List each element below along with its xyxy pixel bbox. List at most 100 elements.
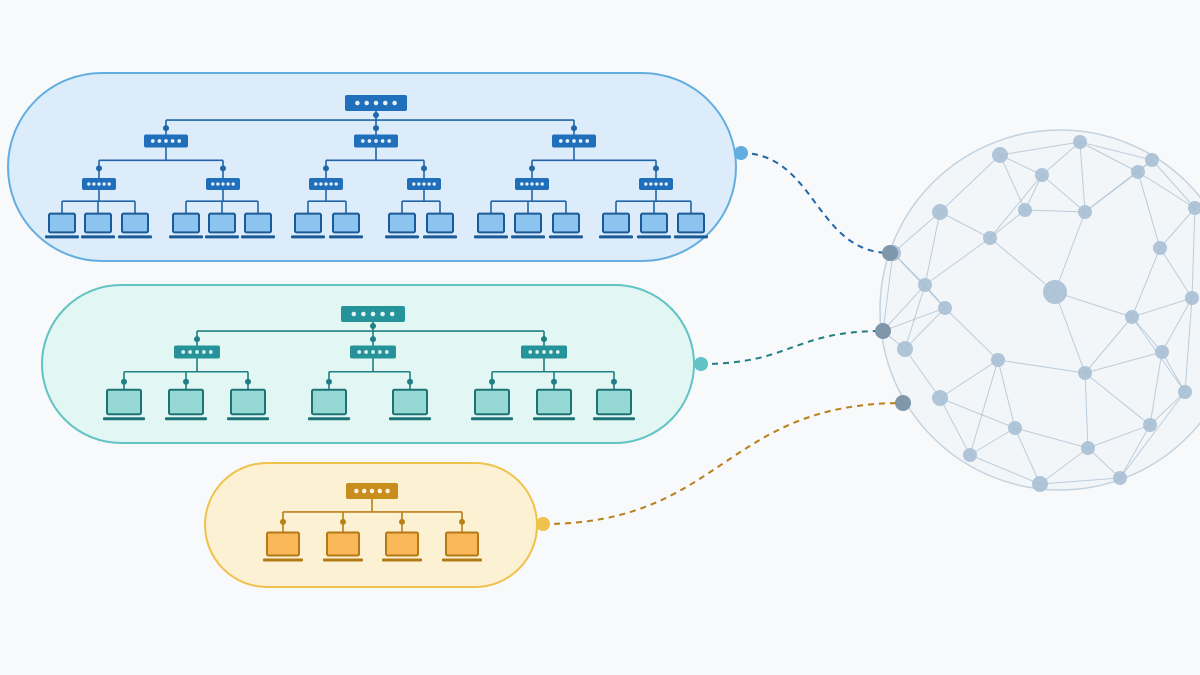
globe-node — [1018, 203, 1032, 217]
globe-node — [1153, 241, 1167, 255]
junction-dot — [280, 518, 286, 525]
access-switch — [82, 178, 116, 190]
connector-dot — [734, 146, 748, 160]
access-switch — [639, 178, 673, 190]
access-switch — [309, 178, 343, 190]
laptop-icon — [263, 531, 303, 562]
junction-dot — [373, 125, 379, 132]
distribution-switch — [350, 345, 396, 359]
junction-dot — [163, 125, 169, 132]
laptop-icon — [227, 388, 269, 421]
laptop-icon — [241, 212, 275, 239]
laptop-icon — [45, 212, 79, 239]
distribution-switch — [354, 134, 398, 148]
globe-node — [1078, 205, 1092, 219]
globe-node — [932, 390, 948, 406]
globe-node — [1081, 441, 1095, 455]
laptop-icon — [323, 531, 363, 562]
junction-dot — [653, 165, 659, 172]
globe-node — [1032, 476, 1048, 492]
laptop-icon — [533, 388, 575, 421]
globe-node — [991, 353, 1005, 367]
junction-dot — [421, 165, 427, 172]
globe-node — [963, 448, 977, 462]
globe-node — [992, 147, 1008, 163]
junction-dot — [529, 165, 535, 172]
access-switch — [515, 178, 549, 190]
globe-node — [1035, 168, 1049, 182]
laptop-icon — [442, 531, 482, 562]
core-router — [345, 95, 407, 111]
junction-dot — [323, 165, 329, 172]
globe-node — [938, 301, 952, 315]
laptop-icon — [169, 212, 203, 239]
laptop-icon — [118, 212, 152, 239]
core-router — [346, 483, 398, 499]
junction-dot — [370, 323, 376, 329]
network-teal-link — [700, 330, 884, 365]
junction-dot — [407, 378, 413, 385]
globe-node — [918, 278, 932, 292]
globe-node — [1178, 385, 1192, 399]
network-orange-link — [542, 402, 904, 525]
junction-dot — [611, 378, 617, 385]
junction-dot — [373, 112, 379, 118]
junction-dot — [183, 378, 189, 385]
connector-dot — [694, 357, 708, 371]
laptop-icon — [599, 212, 633, 239]
distribution-switch — [174, 345, 220, 359]
junction-dot — [245, 378, 251, 385]
distribution-switch — [552, 134, 596, 148]
junction-dot — [121, 378, 127, 385]
laptop-icon — [474, 212, 508, 239]
globe-endpoint — [882, 245, 898, 261]
globe-node — [1125, 310, 1139, 324]
laptop-icon — [674, 212, 708, 239]
laptop-icon — [637, 212, 671, 239]
globe-node — [1188, 201, 1200, 215]
laptop-icon — [329, 212, 363, 239]
globe-node — [1043, 280, 1067, 304]
globe-node — [1078, 366, 1092, 380]
laptop-icon — [291, 212, 325, 239]
globe-node — [1113, 471, 1127, 485]
laptop-icon — [308, 388, 350, 421]
globe-endpoint — [875, 323, 891, 339]
junction-dot — [370, 336, 376, 343]
network-orange-container — [204, 462, 538, 588]
globe-node — [1008, 421, 1022, 435]
core-router — [341, 306, 405, 322]
globe-node — [1185, 291, 1199, 305]
junction-dot — [541, 336, 547, 343]
access-switch — [407, 178, 441, 190]
globe-node — [1155, 345, 1169, 359]
laptop-icon — [382, 531, 422, 562]
globe-network — [876, 129, 1200, 492]
laptop-icon — [593, 388, 635, 421]
laptop-icon — [549, 212, 583, 239]
laptop-icon — [81, 212, 115, 239]
junction-dot — [326, 378, 332, 385]
globe-node — [1143, 418, 1157, 432]
laptop-icon — [165, 388, 207, 421]
laptop-icon — [423, 212, 457, 239]
junction-dot — [194, 336, 200, 343]
globe-node — [897, 341, 913, 357]
laptop-icon — [385, 212, 419, 239]
distribution-switch — [521, 345, 567, 359]
distribution-switch — [144, 134, 188, 148]
globe-node — [932, 204, 948, 220]
laptop-icon — [471, 388, 513, 421]
laptop-icon — [389, 388, 431, 421]
globe-node — [983, 231, 997, 245]
globe-node — [1145, 153, 1159, 167]
junction-dot — [459, 518, 465, 525]
access-switch — [206, 178, 240, 190]
globe-node — [1073, 135, 1087, 149]
network-blue-link — [740, 152, 891, 254]
globe-node — [1131, 165, 1145, 179]
globe-endpoint — [895, 395, 911, 411]
junction-dot — [489, 378, 495, 385]
junction-dot — [96, 165, 102, 172]
